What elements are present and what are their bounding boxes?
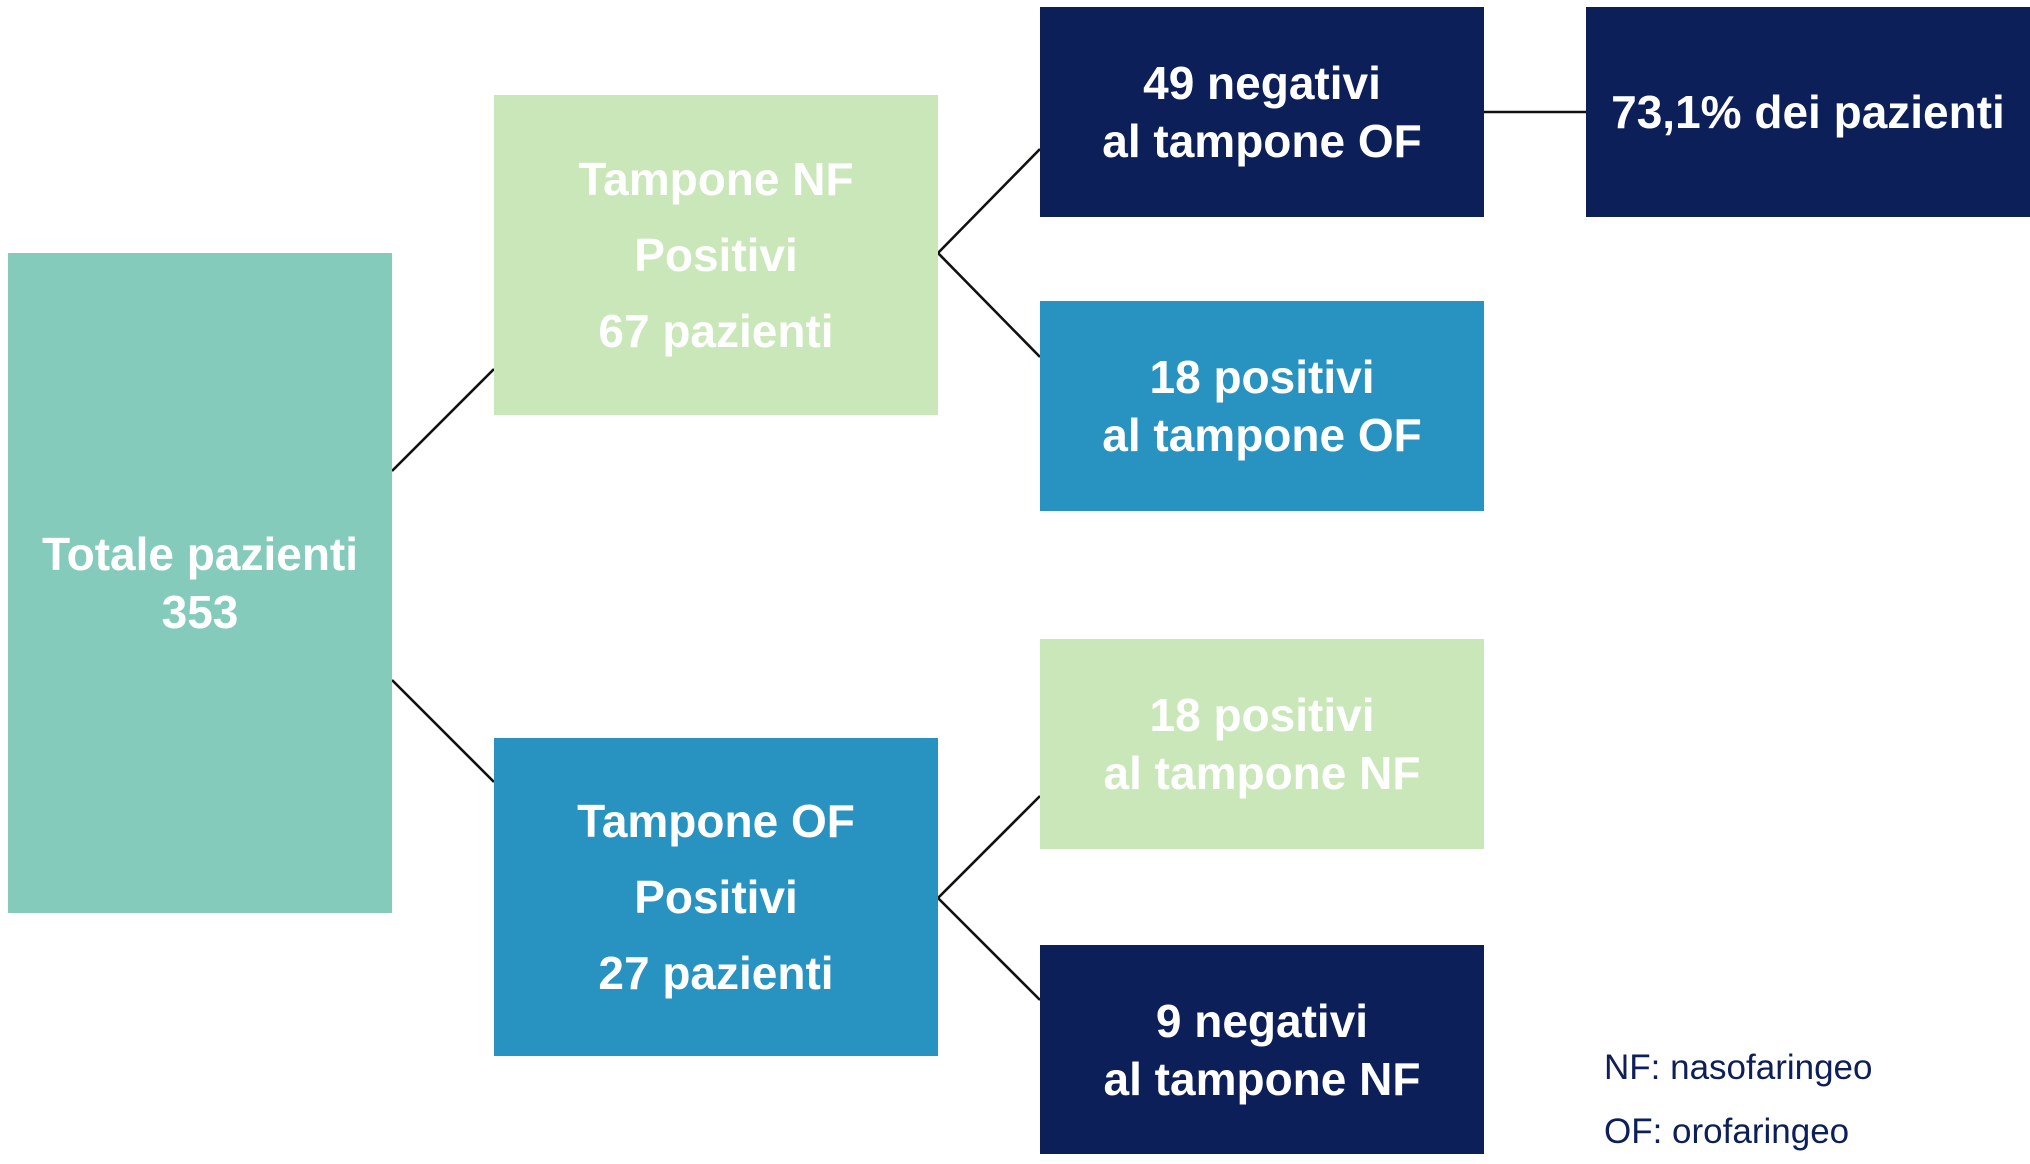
of-positive-nf-test: al tampone NF xyxy=(1103,747,1421,799)
nf-positive-of-count: 18 positivi xyxy=(1149,351,1375,403)
of-positive-count: 27 pazienti xyxy=(598,947,834,999)
abbreviation-legend: NF: nasofaringeo OF: orofaringeo xyxy=(1604,1036,1872,1164)
legend-nf: NF: nasofaringeo xyxy=(1604,1048,1873,1087)
of-positive-node: Tampone OF Positivi 27 pazienti xyxy=(494,738,938,1056)
total-patients-node: Totale pazienti 353 xyxy=(8,253,392,913)
nf-negative-of-node: 49 negativi al tampone OF xyxy=(1040,7,1484,217)
of-negative-nf-count: 9 negativi xyxy=(1155,994,1369,1047)
connector-nf-to-negative xyxy=(937,148,1041,254)
nf-positive-node: Tampone NF Positivi 67 pazienti xyxy=(494,95,938,415)
of-positive-status: Positivi xyxy=(634,871,798,923)
of-negative-nf-node: 9 negativi al tampone NF xyxy=(1040,945,1484,1154)
nf-negative-of-count: 49 negativi xyxy=(1143,57,1381,109)
total-patients-count: 353 xyxy=(161,586,239,638)
nf-negative-of-test: al tampone OF xyxy=(1102,115,1422,167)
nf-positive-of-test: al tampone OF xyxy=(1102,409,1422,461)
of-positive-title: Tampone OF xyxy=(577,795,855,847)
connector-total-to-of xyxy=(391,679,495,783)
of-negative-nf-test: al tampone NF xyxy=(1103,1052,1421,1105)
connector-nf-to-positive xyxy=(937,252,1041,358)
nf-positive-count: 67 pazienti xyxy=(598,305,834,357)
legend-of: OF: orofaringeo xyxy=(1604,1112,1850,1151)
connector-of-to-negative xyxy=(937,897,1041,1001)
total-patients-label: Totale pazienti xyxy=(41,528,359,580)
percentage-node: 73,1% dei pazienti xyxy=(1586,7,2030,217)
of-positive-nf-node: 18 positivi al tampone NF xyxy=(1040,639,1484,849)
connector-of-to-positive xyxy=(937,795,1041,899)
nf-positive-title: Tampone NF xyxy=(578,153,854,205)
nf-positive-of-node: 18 positivi al tampone OF xyxy=(1040,301,1484,511)
percentage-label: 73,1% dei pazienti xyxy=(1611,86,2005,138)
nf-positive-status: Positivi xyxy=(634,229,798,281)
of-positive-nf-count: 18 positivi xyxy=(1149,689,1375,741)
connector-total-to-nf xyxy=(391,368,495,472)
